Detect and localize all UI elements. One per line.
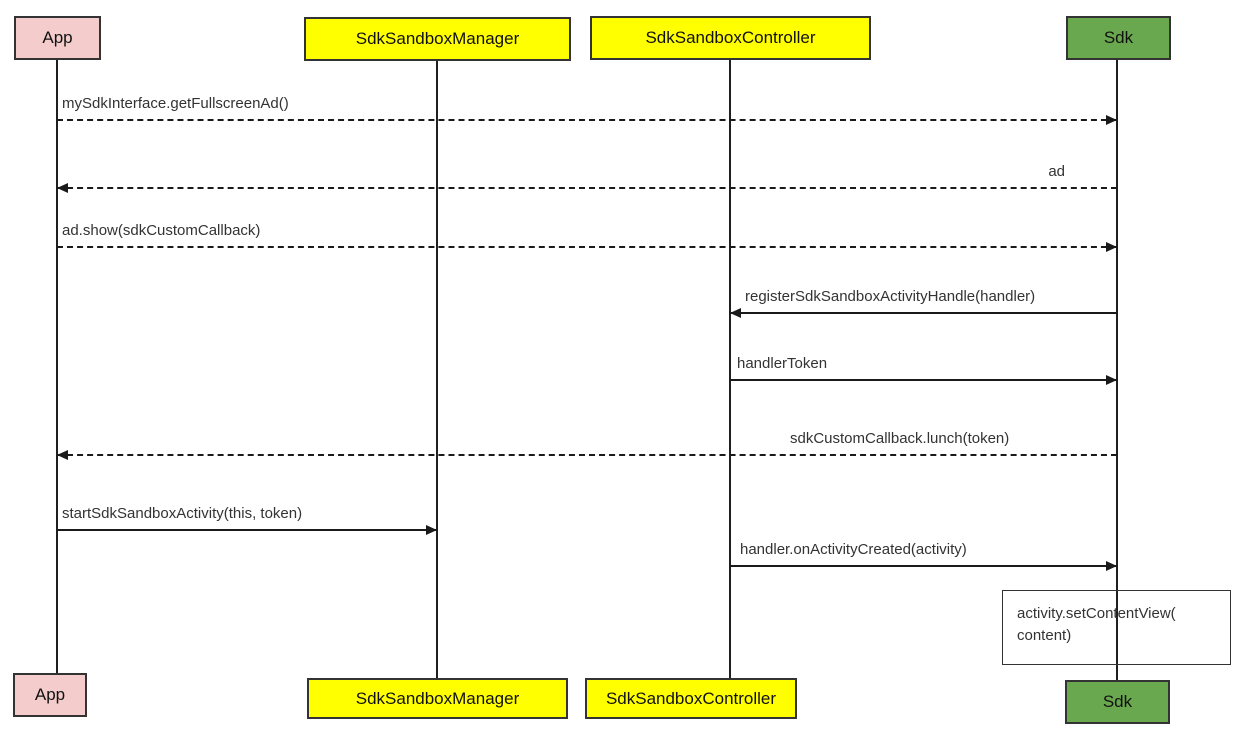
message-label-register-activity-handle: registerSdkSandboxActivityHandle(handler… [745, 288, 1036, 305]
message-label-ad-show: ad.show(sdkCustomCallback) [62, 222, 261, 239]
message-arrow-ad [57, 183, 1117, 193]
actor-app-bottom: App [13, 673, 87, 717]
actor-sdk-sandbox-manager-top: SdkSandboxManager [304, 17, 571, 61]
lifeline-sdk [1116, 60, 1118, 680]
lifeline-app [56, 60, 58, 673]
message-arrow-register-activity-handle [730, 308, 1117, 318]
lifeline-sdk-sandbox-manager [436, 61, 438, 678]
actor-sdk-sandbox-manager-bottom: SdkSandboxManager [307, 678, 568, 719]
message-label-handler-token: handlerToken [737, 355, 828, 372]
message-arrow-on-activity-created [730, 561, 1117, 571]
note-text: activity.setContentView( content) [1017, 605, 1176, 644]
actor-app-top: App [14, 16, 101, 60]
message-label-on-activity-created: handler.onActivityCreated(activity) [740, 541, 967, 558]
message-label-get-fullscreen-ad: mySdkInterface.getFullscreenAd() [62, 95, 289, 112]
actor-sdk-bottom: Sdk [1065, 680, 1170, 724]
message-arrow-start-sandbox-activity [57, 525, 437, 535]
message-arrow-callback-lunch [57, 450, 1117, 460]
message-arrow-get-fullscreen-ad [57, 115, 1117, 125]
lifeline-sdk-sandbox-controller [729, 59, 731, 678]
actor-sdk-top: Sdk [1066, 16, 1171, 60]
note-set-content-view: activity.setContentView( content) [1002, 590, 1231, 665]
message-label-start-sandbox-activity: startSdkSandboxActivity(this, token) [62, 505, 303, 522]
message-label-callback-lunch: sdkCustomCallback.lunch(token) [790, 430, 1010, 447]
message-arrow-ad-show [57, 242, 1117, 252]
actor-sdk-sandbox-controller-top: SdkSandboxController [590, 16, 871, 60]
message-label-ad: ad [1048, 163, 1065, 180]
actor-sdk-sandbox-controller-bottom: SdkSandboxController [585, 678, 797, 719]
message-arrow-handler-token [730, 375, 1117, 385]
